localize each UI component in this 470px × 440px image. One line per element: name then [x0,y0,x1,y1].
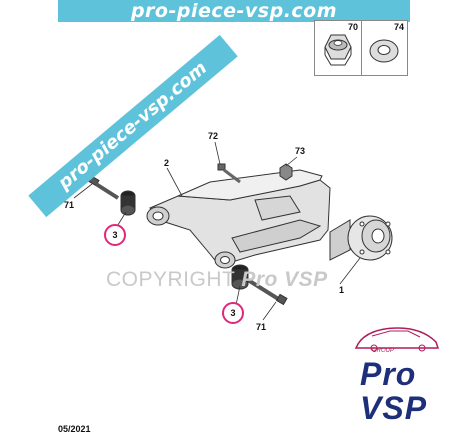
revision-date: 05/2021 [58,424,91,434]
callout-71-bottom: 71 [256,322,267,332]
leader-lines [73,141,361,321]
wheel-hub [329,215,393,261]
logo-group-text: GROUP [372,348,395,354]
washer-icon [369,39,399,63]
site-banner: pro-piece-vsp.com [58,0,410,22]
bolt-71-top [88,175,120,200]
fastener-inset: 70 74 [314,20,408,76]
car-silhouette-icon [354,327,440,352]
inset-number-washer: 74 [393,22,404,32]
logo-vsp-text: VSP [360,390,428,426]
copyright-brand: Pro VSP [241,268,328,291]
callout-3-bottom: 3 [222,302,244,324]
callout-73: 73 [295,146,306,156]
callout-71-top: 71 [64,200,75,210]
callout-72: 72 [208,131,219,141]
bushing-3-bottom [231,264,249,290]
copyright-text: COPYRIGHT [106,268,235,291]
callout-3-top: 3 [104,224,126,246]
bolt-71-bottom [246,278,288,306]
nut-73 [279,163,293,181]
inset-number-nut: 70 [347,22,358,32]
logo-pro-text: Pro [360,356,417,392]
bushing-3-top [120,190,136,216]
callout-1: 1 [339,285,345,295]
copyright-watermark: COPYRIGHT Pro VSP [106,268,328,292]
bolt-72 [217,163,241,184]
nut-icon [324,34,352,66]
trailing-arm [146,169,331,269]
callout-2: 2 [164,158,170,168]
inset-nut-panel: 70 [315,21,362,75]
pro-vsp-logo: GROUP Pro VSP [350,322,445,432]
inset-washer-panel: 74 [361,21,407,75]
